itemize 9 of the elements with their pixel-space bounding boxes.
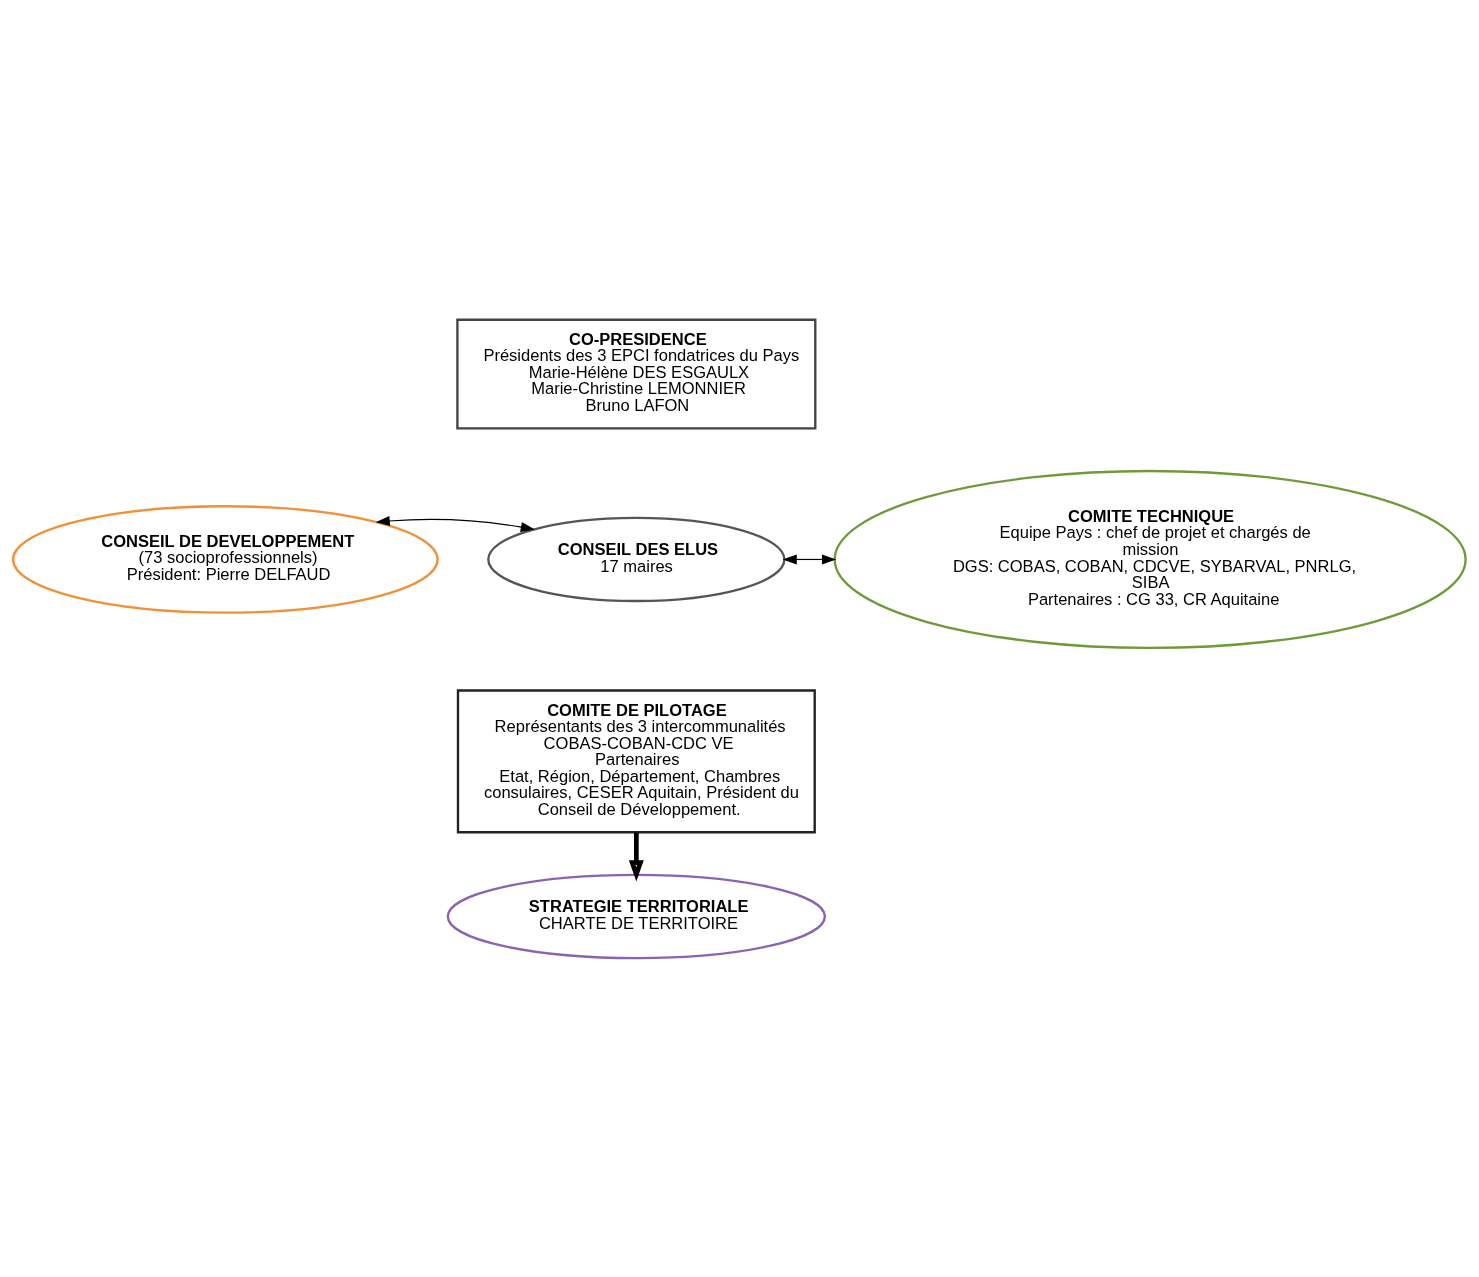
node-ellipse: COMITE TECHNIQUE Equipe Pays : chef de projet et chargés de mission DGS: COBAS, COBAN, CDCVE, SYBARVAL, PNRLG, SIBA Partenaires : CG 33, CR Aquitaine — [833, 469, 1467, 649]
arrow — [375, 515, 535, 532]
node-box: COMITE DE PILOTAGE Représentants des 3 intercommunalités COBAS-COBAN-CDC VE Partenaires Etat, Région, Département, Chambres consulaires, CESER Aquitain, Président du Conseil de Développement. — [456, 688, 816, 833]
arrow — [628, 832, 644, 882]
node-ellipse: STRATEGIE TERRITORIALE CHARTE DE TERRITOIRE — [446, 873, 827, 959]
arrow — [782, 554, 837, 564]
node-ellipse: CONSEIL DES ELUS 17 maires — [487, 516, 786, 602]
node-box: CO-PRESIDENCE Présidents des 3 EPCI fondatrices du Pays Marie-Hélène DES ESGAULX Marie-Christine LEMONNIER Bruno LAFON — [456, 318, 817, 430]
node-ellipse: CONSEIL DE DEVELOPPEMENT (73 socioprofessionnels) Président: Pierre DELFAUD — [11, 504, 439, 614]
